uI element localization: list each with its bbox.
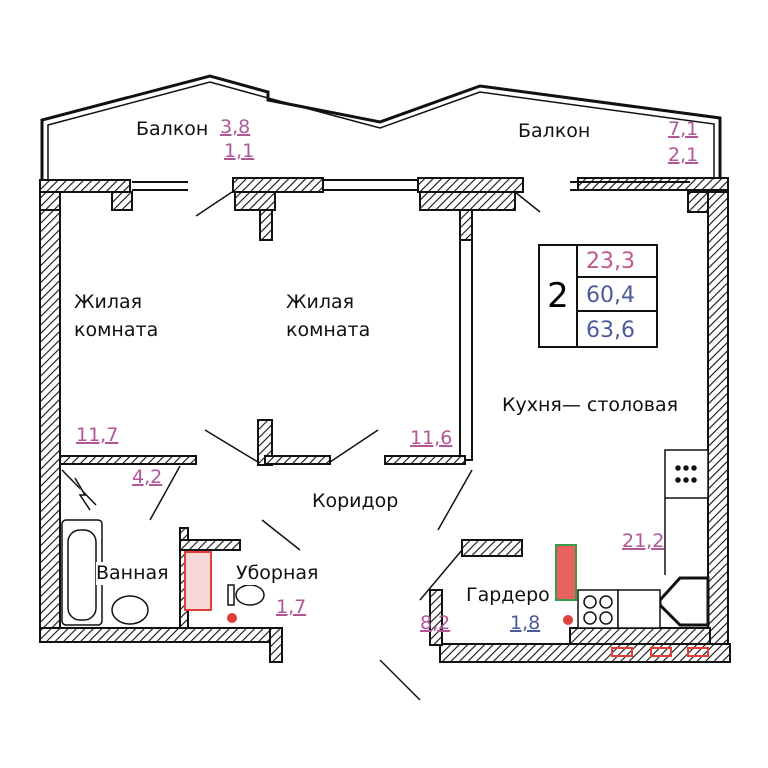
corridor-label: Коридор [312, 490, 399, 512]
toilet-area: 1,7 [276, 596, 307, 618]
balcony-right-area-top: 7,1 [668, 118, 699, 140]
balcony-right-label: Балкон [518, 120, 591, 142]
kitchen-counter [577, 449, 710, 629]
total-area: 63,6 [586, 317, 635, 343]
bathroom-fixtures [61, 469, 265, 626]
balcony-left-area-bottom: 1,1 [224, 140, 255, 162]
wardrobe-label: Гардероб [466, 584, 550, 606]
door-swings [149, 191, 541, 701]
bathroom-label: Ванная [96, 562, 169, 585]
balcony-right-area-bottom: 2,1 [668, 144, 699, 166]
balcony-left-area-top: 3,8 [220, 116, 251, 138]
walls [39, 177, 731, 663]
wardrobe-area: 1,8 [510, 612, 541, 634]
balcony-left-label: Балкон [136, 118, 209, 140]
apartment-summary-box: 2 23,3 60,4 63,6 [538, 244, 658, 348]
living-area: 23,3 [578, 246, 656, 278]
bathroom-area: 4,2 [132, 466, 163, 488]
kitchen-area: 21,2 [622, 530, 665, 552]
living-room-left-area: 11,7 [76, 424, 119, 446]
balcony-outline [40, 74, 722, 190]
useful-area: 60,4 [578, 280, 656, 312]
living-room-left-label: Жилая комната [74, 291, 159, 341]
wardrobe-label-clip: Гардероб [466, 584, 550, 607]
living-room-middle-area: 11,6 [410, 427, 453, 449]
living-room-middle-label: Жилая комната [286, 291, 371, 341]
toilet-label: Уборная [236, 562, 319, 585]
utility-equipment [184, 544, 709, 657]
kitchen-label: Кухня— столовая [502, 394, 679, 416]
rooms-count: 2 [540, 246, 578, 346]
corridor-area: 8,2 [420, 612, 451, 634]
window-lines [132, 179, 690, 191]
